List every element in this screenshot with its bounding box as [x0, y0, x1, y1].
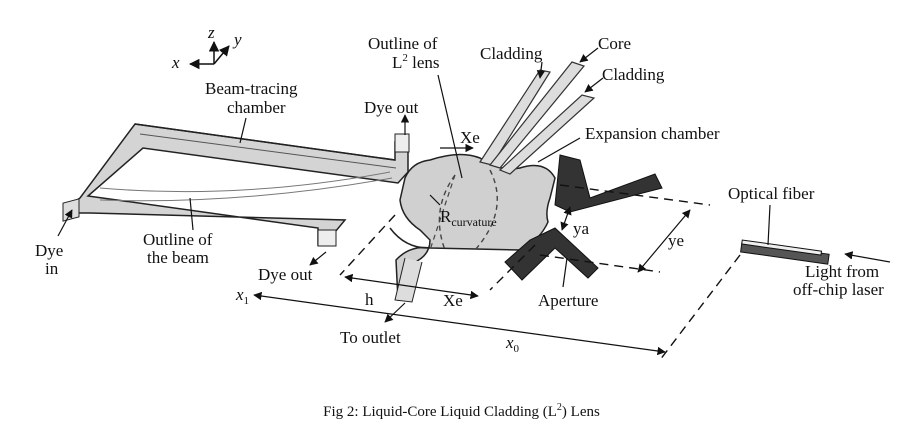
label-xe-bottom: Xe [443, 291, 463, 310]
caption-suffix: ) Lens [561, 404, 600, 420]
label-beam-tracing-1: Beam-tracing [205, 79, 298, 98]
caption-superscript: 2 [556, 402, 562, 413]
label-optical-fiber: Optical fiber [728, 184, 815, 203]
label-dye-out-top: Dye out [364, 98, 419, 117]
label-cladding-right: Cladding [602, 65, 665, 84]
label-x1: x1 [235, 285, 249, 307]
label-cladding-top: Cladding [480, 44, 543, 63]
label-light-2: off-chip laser [793, 280, 884, 299]
label-outline-beam-2: the beam [147, 248, 209, 267]
dimension-guides [339, 184, 741, 361]
label-light-1: Light from [805, 262, 879, 281]
label-to-outlet: To outlet [340, 328, 401, 347]
label-beam-tracing-2: chamber [227, 98, 286, 117]
optical-fiber [740, 239, 830, 265]
dimension-lines [253, 206, 691, 356]
l2-lens-diagram: z y x [35, 23, 891, 361]
beam-tracing-chamber [62, 123, 410, 247]
label-outline-l2-2: L2 lens [392, 52, 440, 72]
label-outline-beam-1: Outline of [143, 230, 213, 249]
label-leaders [57, 47, 891, 323]
label-h: h [365, 290, 374, 309]
label-outline-l2-1: Outline of [368, 34, 438, 53]
label-x0: x0 [505, 333, 520, 355]
figure-caption: Fig 2: Liquid-Core Liquid Cladding (L2) … [0, 402, 923, 421]
caption-prefix: Fig 2: Liquid-Core Liquid Cladding (L [323, 404, 557, 420]
label-ye: ye [668, 231, 684, 250]
axis-x-label: x [171, 53, 180, 72]
label-dye-in-2: in [45, 259, 59, 278]
label-xe-top: Xe [460, 128, 480, 147]
label-r-curvature: Rcurvature [440, 207, 497, 229]
label-dye-out-bottom: Dye out [258, 265, 313, 284]
axes-icon [188, 40, 230, 70]
label-ya: ya [573, 219, 590, 238]
axis-y-label: y [232, 30, 242, 49]
inlet-channels [479, 61, 596, 175]
axis-z-label: z [207, 23, 215, 42]
label-aperture: Aperture [538, 291, 598, 310]
label-core: Core [598, 34, 631, 53]
label-expansion-chamber: Expansion chamber [585, 124, 720, 143]
aperture [504, 154, 663, 281]
label-dye-in-1: Dye [35, 241, 63, 260]
